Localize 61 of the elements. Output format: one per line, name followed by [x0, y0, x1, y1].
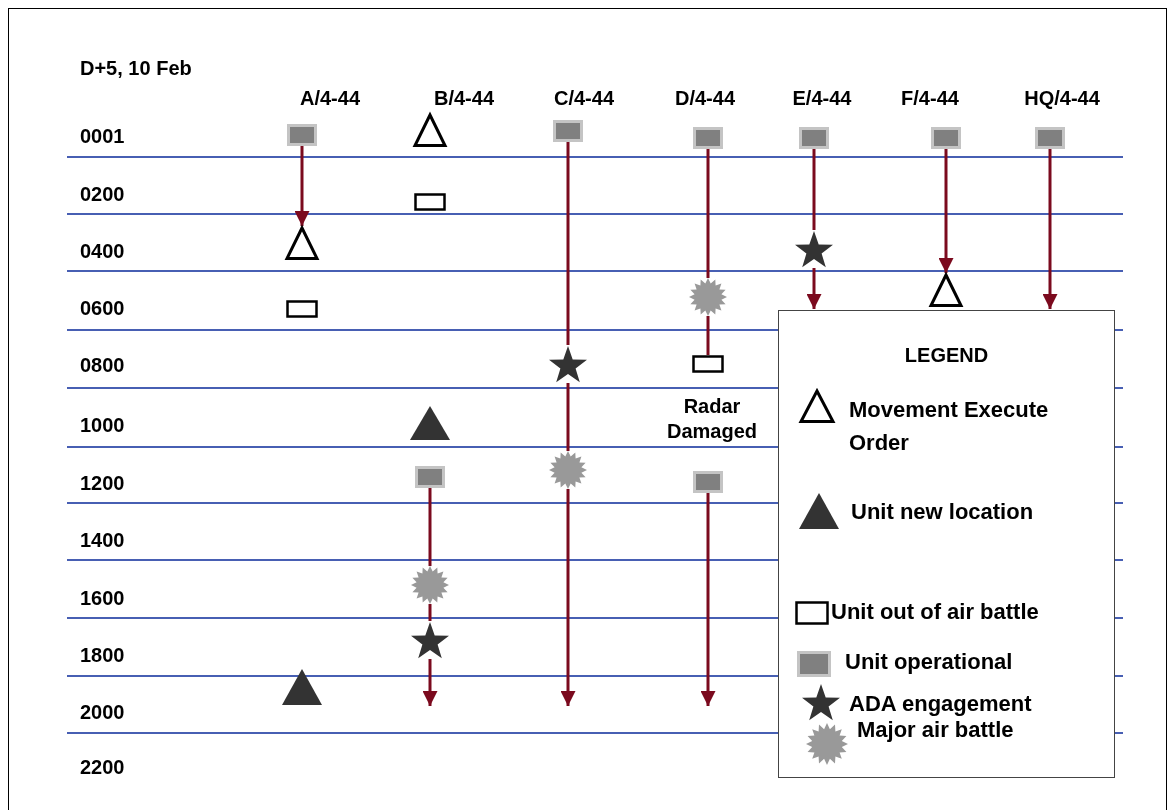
arrow	[560, 489, 576, 706]
column-header: B/4-44	[433, 88, 495, 108]
rectangle-marker	[692, 355, 724, 373]
square-marker	[693, 471, 723, 493]
time-label: 1600	[80, 588, 125, 608]
triangle-marker	[929, 273, 963, 307]
time-label: 1200	[80, 473, 125, 493]
column-header: A/4-44	[299, 88, 361, 108]
time-label: 0800	[80, 355, 125, 375]
time-label: 1800	[80, 645, 125, 665]
date-label: D+5, 10 Feb	[80, 58, 192, 78]
square-marker	[553, 120, 583, 142]
legend-text: Unit out of air battle	[831, 601, 1039, 623]
time-label: 0400	[80, 241, 125, 261]
legend-text: Major air battle	[857, 719, 1014, 741]
time-label: 2200	[80, 757, 125, 777]
legend-text: Movement Execute Order	[849, 396, 1050, 457]
connector-line	[812, 149, 816, 230]
triangle-marker	[285, 226, 319, 260]
connector-line	[428, 488, 432, 566]
time-label: 1000	[80, 415, 125, 435]
star-marker	[547, 345, 589, 383]
square-marker	[931, 127, 961, 149]
triangle-marker	[413, 113, 447, 147]
time-label: 0600	[80, 298, 125, 318]
time-label: 1400	[80, 530, 125, 550]
arrow	[422, 659, 438, 706]
column-header: E/4-44	[791, 88, 853, 108]
arrow	[294, 146, 310, 226]
column-header: HQ/4-44	[1023, 88, 1101, 108]
connector-line	[428, 604, 432, 621]
square-marker	[415, 466, 445, 488]
triangle-marker	[410, 406, 450, 440]
rectangle-marker	[414, 193, 446, 211]
connector-line	[566, 142, 570, 345]
legend-text: Unit new location	[851, 501, 1034, 523]
legend-text: Unit operational	[845, 651, 1013, 673]
time-label: 0001	[80, 126, 125, 146]
arrow	[806, 268, 822, 309]
square-marker	[287, 124, 317, 146]
square-marker	[693, 127, 723, 149]
arrow	[938, 149, 954, 273]
square-marker	[1035, 127, 1065, 149]
column-header: D/4-44	[674, 88, 736, 108]
star-marker	[793, 230, 835, 268]
connector-line	[706, 316, 710, 355]
time-label: 2000	[80, 702, 125, 722]
legend-title: LEGEND	[903, 345, 990, 365]
rectangle-marker	[286, 300, 318, 318]
triangle-marker	[282, 669, 322, 705]
arrow	[700, 493, 716, 706]
square-marker	[799, 127, 829, 149]
connector-line	[706, 149, 710, 278]
time-label: 0200	[80, 184, 125, 204]
arrow	[1042, 149, 1058, 309]
star-marker	[409, 621, 451, 659]
connector-line	[566, 383, 570, 451]
annotation-text: Radar Damaged	[666, 394, 758, 444]
column-header: C/4-44	[553, 88, 615, 108]
column-header: F/4-44	[900, 88, 960, 108]
legend-text: ADA engagement	[849, 693, 1032, 715]
